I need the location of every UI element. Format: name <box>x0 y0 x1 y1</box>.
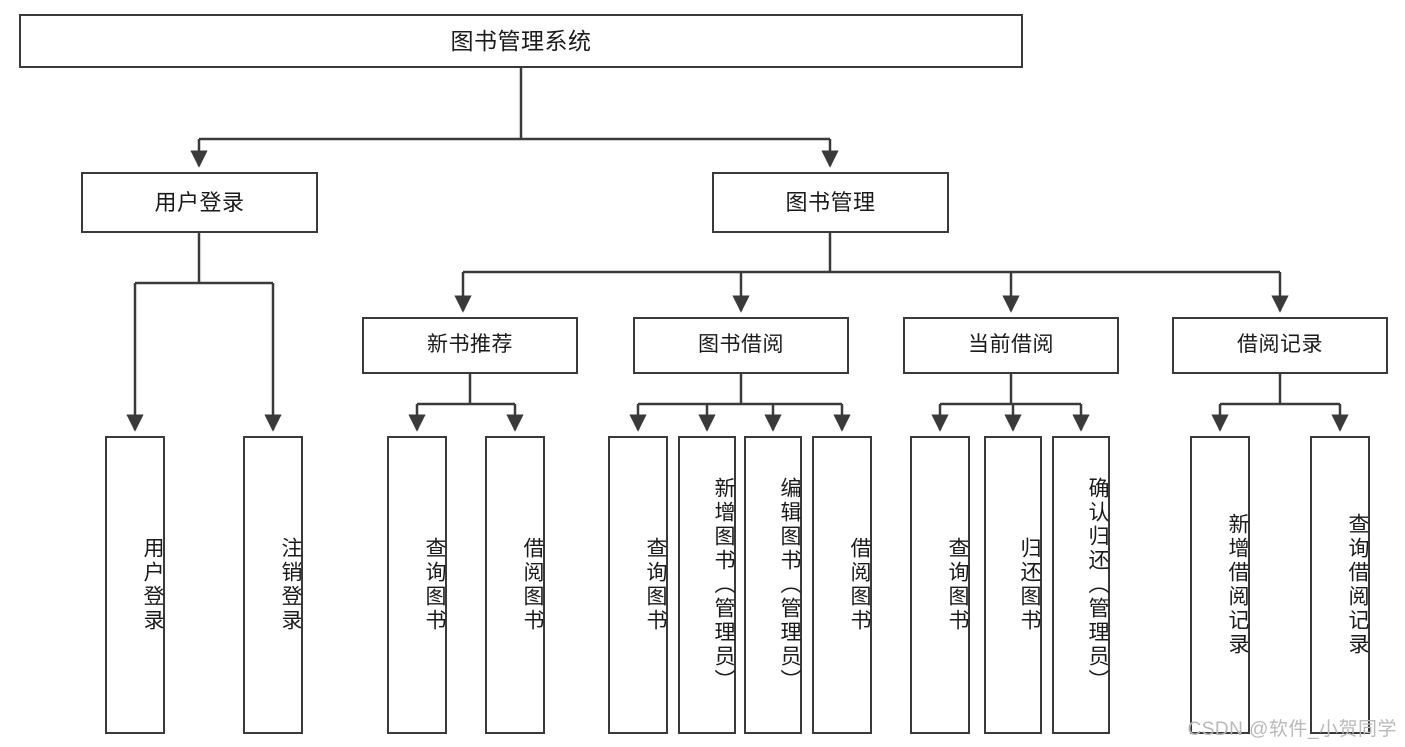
node-leaf-add-borrow-record[interactable]: 新增借阅记录 <box>1190 436 1250 734</box>
node-current-borrow[interactable]: 当前借阅 <box>903 317 1119 374</box>
node-label: 编辑图书（管理员） <box>778 477 801 693</box>
node-label: 查询图书 <box>644 537 667 633</box>
node-borrow-records[interactable]: 借阅记录 <box>1172 317 1388 374</box>
node-label: 图书借阅 <box>698 333 784 357</box>
node-label: 图书管理 <box>785 189 876 215</box>
node-label: 图书管理系统 <box>450 27 592 54</box>
node-leaf-edit-book-admin[interactable]: 编辑图书（管理员） <box>744 436 802 734</box>
node-root-system[interactable]: 图书管理系统 <box>19 14 1023 68</box>
node-leaf-query-borrow-record[interactable]: 查询借阅记录 <box>1310 436 1370 734</box>
node-label: 新增借阅记录 <box>1226 513 1249 657</box>
node-label: 查询图书 <box>946 537 969 633</box>
node-label: 用户登录 <box>141 537 164 633</box>
node-label: 确认归还（管理员） <box>1086 477 1109 693</box>
node-label: 用户登录 <box>154 189 245 215</box>
node-label: 新书推荐 <box>427 333 513 357</box>
node-label: 新增图书（管理员） <box>712 477 735 693</box>
csdn-watermark: CSDN @软件_小贺同学 <box>1187 719 1397 740</box>
node-label: 注销登录 <box>279 537 302 633</box>
node-label: 归还图书 <box>1018 537 1041 633</box>
node-leaf-borrow-books-recommend[interactable]: 借阅图书 <box>485 436 545 734</box>
node-label: 借阅记录 <box>1237 333 1323 357</box>
node-leaf-query-books-current[interactable]: 查询图书 <box>910 436 970 734</box>
node-leaf-lend-books[interactable]: 借阅图书 <box>812 436 872 734</box>
node-label: 查询借阅记录 <box>1346 513 1369 657</box>
node-leaf-query-books-borrow[interactable]: 查询图书 <box>608 436 668 734</box>
node-leaf-logout[interactable]: 注销登录 <box>243 436 303 734</box>
node-leaf-confirm-return-admin[interactable]: 确认归还（管理员） <box>1052 436 1110 734</box>
node-leaf-user-login[interactable]: 用户登录 <box>105 436 165 734</box>
node-leaf-return-books[interactable]: 归还图书 <box>984 436 1042 734</box>
node-label: 当前借阅 <box>968 333 1054 357</box>
node-new-book-recommendation[interactable]: 新书推荐 <box>362 317 578 374</box>
node-label: 借阅图书 <box>848 537 871 633</box>
node-book-management[interactable]: 图书管理 <box>712 172 949 233</box>
node-label: 借阅图书 <box>521 537 544 633</box>
node-leaf-query-books-recommend[interactable]: 查询图书 <box>387 436 447 734</box>
node-user-login[interactable]: 用户登录 <box>81 172 318 233</box>
node-leaf-add-book-admin[interactable]: 新增图书（管理员） <box>678 436 736 734</box>
node-book-borrow[interactable]: 图书借阅 <box>633 317 849 374</box>
node-label: 查询图书 <box>423 537 446 633</box>
